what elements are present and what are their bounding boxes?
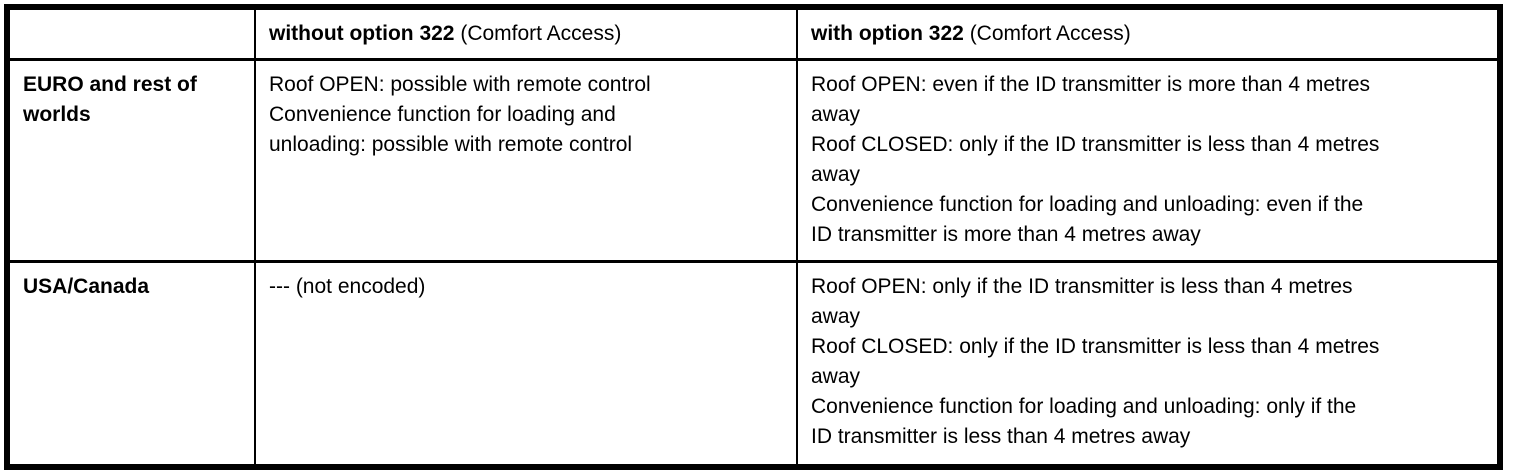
text-line: Roof OPEN: possible with remote control	[269, 73, 651, 96]
row-euro-with-option-cell: Roof OPEN: even if the ID transmitter is…	[798, 61, 1497, 263]
text-line: --- (not encoded)	[269, 275, 426, 298]
text-line: away	[811, 103, 861, 126]
text-line: away	[811, 305, 861, 328]
text-line: away	[811, 365, 861, 388]
header-without-bold-text: without option 322	[269, 22, 455, 45]
header-with-bold-text: with option 322	[811, 22, 964, 45]
text-line: USA/Canada	[23, 275, 150, 298]
text-line: Roof CLOSED: only if the ID transmitter …	[811, 335, 1380, 358]
text-line: Convenience function for loading and unl…	[811, 395, 1357, 418]
comfort-access-options-table: without option 322 (Comfort Access) with…	[4, 4, 1503, 470]
row-usa-canada-without-option-cell: --- (not encoded)	[256, 263, 798, 464]
text-line: Roof CLOSED: only if the ID transmitter …	[811, 133, 1380, 156]
header-without-normal-text: (Comfort Access)	[454, 22, 622, 45]
text-line: worlds	[23, 103, 91, 126]
header-cell-with-option-322: with option 322 (Comfort Access)	[798, 10, 1497, 61]
text-line: ID transmitter is more than 4 metres awa…	[811, 223, 1201, 246]
row-euro-without-option-cell: Roof OPEN: possible with remote control …	[256, 61, 798, 263]
text-line: away	[811, 163, 861, 186]
header-cell-without-option-322: without option 322 (Comfort Access)	[256, 10, 798, 61]
text-line: unloading: possible with remote control	[269, 133, 633, 156]
text-line: Roof OPEN: only if the ID transmitter is…	[811, 275, 1353, 298]
text-line: Convenience function for loading and	[269, 103, 616, 126]
header-cell-empty	[10, 10, 256, 61]
text-line: Convenience function for loading and unl…	[811, 193, 1364, 216]
text-line: Roof OPEN: even if the ID transmitter is…	[811, 73, 1371, 96]
header-with-normal-text: (Comfort Access)	[963, 22, 1131, 45]
text-line: EURO and rest of	[23, 73, 197, 96]
row-euro-region-cell: EURO and rest of worlds	[10, 61, 256, 263]
row-usa-canada-with-option-cell: Roof OPEN: only if the ID transmitter is…	[798, 263, 1497, 464]
row-usa-canada-region-cell: USA/Canada	[10, 263, 256, 464]
text-line: ID transmitter is less than 4 metres awa…	[811, 425, 1191, 448]
